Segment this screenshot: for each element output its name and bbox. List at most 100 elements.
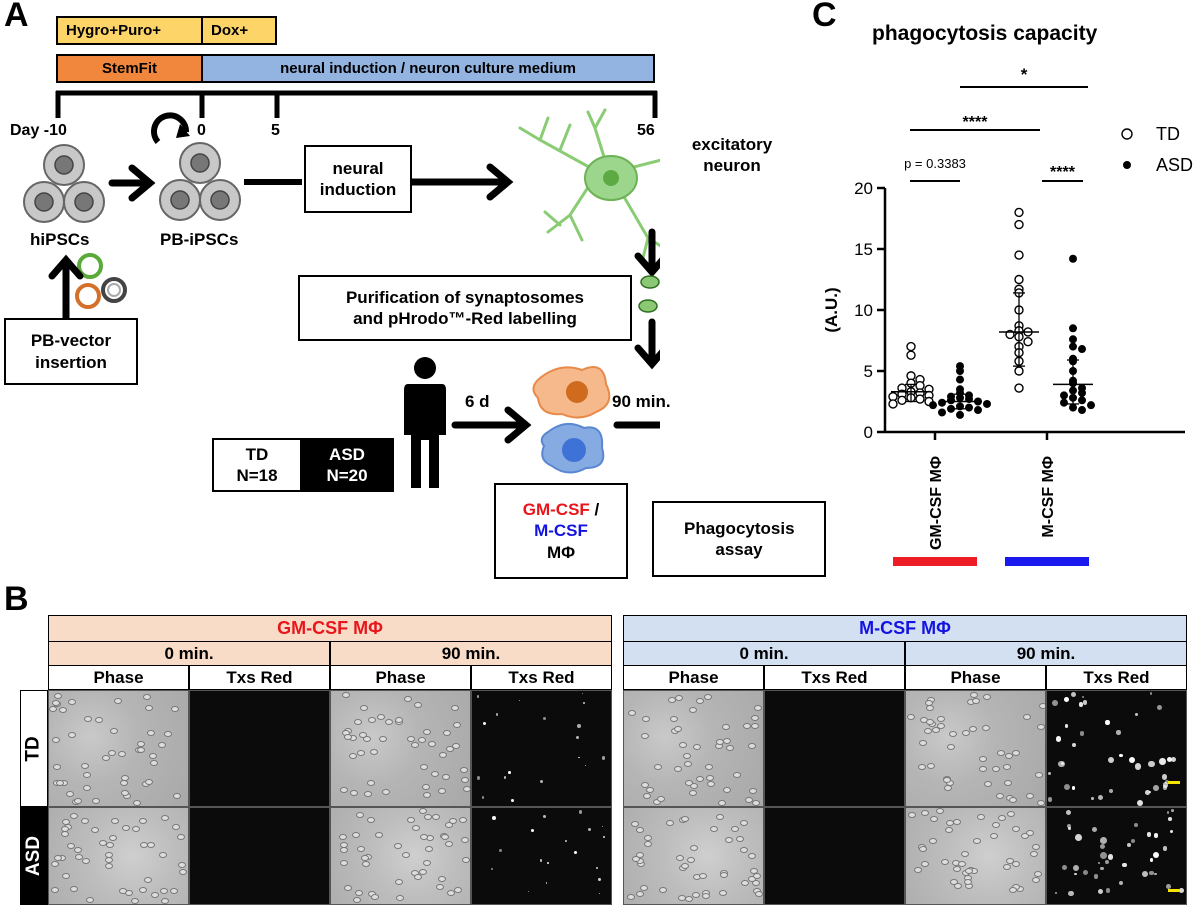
data-point-asd — [947, 396, 955, 405]
asd-group-box: ASD N=20 — [300, 438, 394, 492]
arrow-to-pbipsc — [108, 164, 156, 202]
m-time-90: 90 min. — [905, 641, 1187, 666]
phase-micrograph — [623, 807, 764, 905]
row-label-td-text: TD — [22, 735, 44, 762]
y-tick-label: 0 — [864, 423, 873, 442]
chart-title: phagocytosis capacity — [872, 22, 1098, 45]
category-label: GM-CSF MΦ — [928, 456, 945, 550]
category-label: M-CSF MΦ — [1040, 456, 1057, 538]
mphi-box: GM-CSF / M-CSF MΦ — [494, 483, 628, 579]
m-time-0: 0 min. — [623, 641, 905, 666]
phase-micrograph — [330, 690, 471, 807]
td-group-box: TD N=18 — [212, 438, 302, 492]
y-tick-label: 10 — [854, 301, 873, 320]
data-point-asd — [956, 367, 964, 375]
asd-group-label: ASD — [329, 444, 365, 464]
arrow-to-neuron — [406, 163, 514, 201]
y-axis-label: (A.U.) — [822, 287, 841, 332]
gm-txsred-col-text: Txs Red — [226, 667, 293, 687]
legend-asd-label: ASD — [1156, 155, 1193, 175]
arrow-to-phago — [634, 318, 660, 370]
panel-label-a: A — [4, 0, 29, 34]
m-time-90-text: 90 min. — [1016, 643, 1076, 663]
hygro-puro-label: Hygro+Puro+ — [66, 22, 162, 39]
m-txsred-col: Txs Red — [764, 665, 905, 690]
data-point-td — [1014, 383, 1024, 393]
txsred-micrograph — [189, 807, 330, 905]
category-color-bar — [893, 557, 977, 566]
data-point-td — [897, 395, 907, 405]
gm-time-0-text: 0 min. — [164, 643, 214, 663]
phase-micrograph — [48, 807, 189, 905]
gm-header: GM-CSF MΦ — [48, 615, 612, 642]
dox-bar: Dox+ — [201, 16, 277, 45]
phase-micrograph — [330, 807, 471, 905]
m-phase-col: Phase — [623, 665, 764, 690]
data-point-td — [888, 399, 898, 409]
data-point-td — [1014, 250, 1024, 260]
phagocytosis-assay-label: Phagocytosis assay — [684, 518, 795, 559]
panel-label-c: C — [812, 0, 837, 34]
y-tick-label: 15 — [854, 240, 873, 259]
data-point-asd — [938, 408, 946, 417]
m-phase-col: Phase — [905, 665, 1046, 690]
person-icon — [404, 357, 446, 488]
neuron-label: excitatory neuron — [691, 135, 773, 176]
hygro-puro-bar: Hygro+Puro+ — [56, 16, 203, 45]
day-label-56: 56 — [637, 122, 655, 139]
pb-vector-label: PB-vector insertion — [30, 331, 112, 372]
dox-label: Dox+ — [211, 22, 249, 39]
phase-micrograph — [905, 690, 1046, 807]
day-label-0: 0 — [197, 122, 206, 139]
purification-box: Purification of synaptosomes and pHrodo™… — [298, 275, 632, 341]
asd-n-label: N=20 — [326, 466, 368, 485]
txsred-micrograph — [764, 807, 905, 905]
txsred-micrograph — [471, 807, 612, 905]
y-tick-label: 20 — [854, 179, 873, 198]
data-point-asd — [1069, 324, 1077, 333]
data-point-td — [1014, 274, 1024, 285]
data-point-td — [906, 350, 916, 360]
m-header-text: M-CSF MΦ — [859, 618, 951, 638]
phase-micrograph — [905, 807, 1046, 905]
gm-phase-col-text: Phase — [375, 667, 426, 687]
six-days-label: 6 d — [465, 392, 490, 411]
phase-micrograph — [623, 690, 764, 807]
m-header: M-CSF MΦ — [623, 615, 1187, 642]
data-point-asd — [1060, 391, 1068, 400]
data-point-asd — [1069, 335, 1077, 344]
purification-line2: and pHrodo™-Red labelling — [353, 309, 577, 328]
medium-bar: neural induction / neuron culture medium — [201, 54, 655, 83]
data-point-asd — [1078, 388, 1086, 397]
timeline — [55, 90, 658, 118]
purification-line1: Purification of synaptosomes — [345, 287, 585, 307]
txsred-micrograph — [1046, 807, 1187, 905]
pb-vector-box: PB-vector insertion — [4, 318, 138, 385]
phagocytosis-assay-box: Phagocytosis assay — [652, 501, 826, 577]
data-point-asd — [974, 406, 982, 415]
hipsc-cluster-icon — [23, 144, 105, 223]
m-phase-col-text: Phase — [668, 667, 719, 687]
data-point-asd — [1078, 406, 1086, 415]
scale-bar — [1168, 781, 1180, 784]
m-txsred-col-text: Txs Red — [1083, 667, 1150, 687]
td-n-label: N=18 — [236, 466, 278, 485]
txsred-micrograph — [471, 690, 612, 807]
gm-time-90: 90 min. — [330, 641, 612, 666]
data-point-asd — [1087, 401, 1095, 410]
gm-time-90-text: 90 min. — [441, 643, 501, 663]
data-point-td — [1014, 207, 1024, 218]
category-color-bar — [1005, 557, 1089, 566]
m-phase-col-text: Phase — [950, 667, 1001, 687]
neural-induction-label: neural induction — [319, 158, 397, 199]
stemfit-bar: StemFit — [56, 54, 203, 83]
significance-label: p = 0.3383 — [904, 156, 966, 171]
data-point-asd — [1078, 345, 1086, 354]
significance-label: * — [1021, 65, 1028, 84]
plasmid-icons — [75, 253, 127, 309]
arrow-to-macrophages — [451, 406, 532, 444]
gm-csf-label: GM-CSF — [522, 500, 590, 520]
synaptosome-icons — [638, 275, 660, 313]
panel-label-b: B — [4, 580, 29, 618]
